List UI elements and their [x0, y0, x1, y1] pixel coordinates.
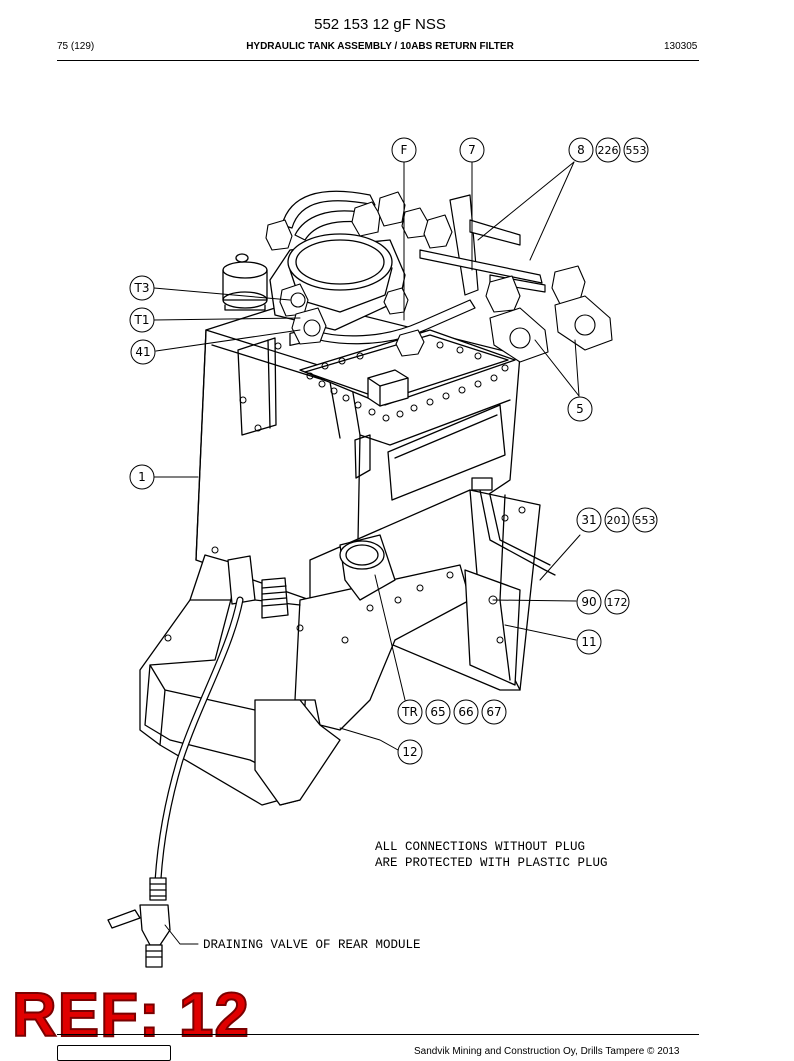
- frame-bolts: [164, 506, 526, 644]
- callout-172: [604, 589, 630, 615]
- callout-553a-label: 553: [626, 144, 647, 157]
- callout-tr-label: TR: [401, 705, 418, 719]
- header-divider: [57, 60, 699, 61]
- callout-31-label: 31: [581, 513, 596, 527]
- callout-201-label: 201: [607, 514, 628, 527]
- drain-valve-note: DRAINING VALVE OF REAR MODULE: [203, 938, 421, 952]
- callout-7: [459, 137, 485, 163]
- callout-553b-label: 553: [635, 514, 656, 527]
- callout-65-label: 65: [430, 705, 445, 719]
- footer-divider: [57, 1034, 699, 1035]
- callout-90: [576, 589, 602, 615]
- callout-t1-label: T1: [134, 313, 150, 327]
- fittings: [265, 191, 613, 363]
- callout-5-label: 5: [576, 402, 584, 416]
- page-title: HYDRAULIC TANK ASSEMBLY / 10ABS RETURN F…: [246, 41, 514, 52]
- callout-f: [391, 137, 417, 163]
- callout-226: [595, 137, 621, 163]
- callout-67-label: 67: [486, 705, 501, 719]
- callout-f-label: F: [401, 143, 408, 157]
- callout-8: [568, 137, 594, 163]
- callout-t1: [129, 307, 155, 333]
- callout-t3: [129, 275, 155, 301]
- callout-41: [130, 339, 156, 365]
- reference-label: REF: 12: [11, 981, 250, 1050]
- note-line-1: ALL CONNECTIONS WITHOUT PLUG: [375, 840, 585, 854]
- callout-201: [604, 507, 630, 533]
- callout-1-label: 1: [138, 470, 146, 484]
- callout-553a: [623, 137, 649, 163]
- document-number: 552 153 12 gF NSS: [314, 16, 446, 33]
- callout-12: [397, 739, 423, 765]
- callout-7-label: 7: [468, 143, 476, 157]
- cover-bolts: [239, 341, 509, 432]
- drain-hose: [107, 596, 244, 968]
- callout-31: [576, 507, 602, 533]
- callout-1: [129, 464, 155, 490]
- page-number: 75 (129): [57, 41, 95, 52]
- lower-frame: [139, 477, 556, 806]
- sandvik-logo: [57, 1045, 171, 1061]
- callout-8-label: 8: [577, 143, 585, 157]
- callout-41-label: 41: [135, 345, 150, 359]
- callout-5: [567, 396, 593, 422]
- callout-67: [481, 699, 507, 725]
- leader-lines: [153, 161, 581, 945]
- footer-copyright: Sandvik Mining and Construction Oy, Dril…: [414, 1046, 680, 1057]
- date-code: 130305: [664, 41, 698, 52]
- callout-bubbles: [129, 137, 658, 765]
- callout-226-label: 226: [598, 144, 619, 157]
- callout-66-label: 66: [458, 705, 473, 719]
- callout-11: [576, 629, 602, 655]
- callout-tr: [397, 699, 423, 725]
- callout-12-label: 12: [402, 745, 417, 759]
- callout-65: [425, 699, 451, 725]
- callout-66: [453, 699, 479, 725]
- callout-11-label: 11: [581, 635, 596, 649]
- note-line-2: ARE PROTECTED WITH PLASTIC PLUG: [375, 856, 608, 870]
- callout-90-label: 90: [581, 595, 596, 609]
- callout-t3-label: T3: [134, 281, 150, 295]
- callout-172-label: 172: [607, 596, 628, 609]
- pipes: [281, 190, 546, 345]
- callout-553b: [632, 507, 658, 533]
